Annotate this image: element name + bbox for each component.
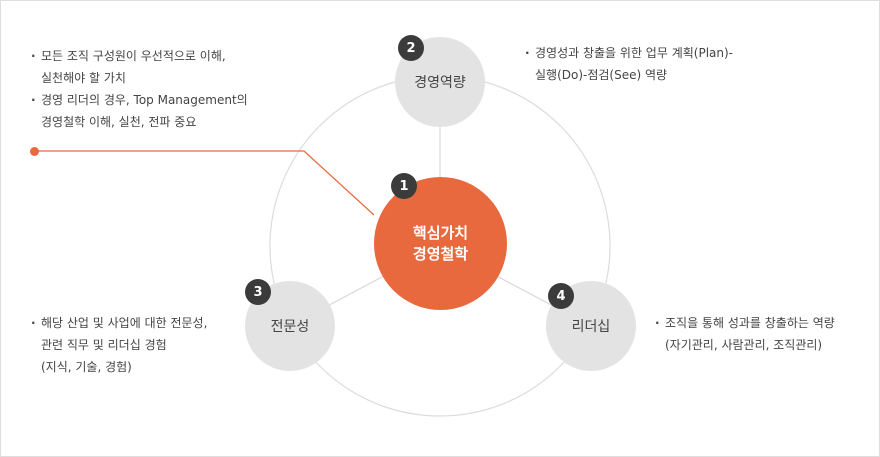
node-leadership: 리더십 (546, 281, 636, 371)
badge-leadership: 4 (548, 283, 574, 309)
desc-management-item: 경영성과 창출을 위한 업무 계획(Plan)- 실행(Do)-점검(See) … (525, 42, 825, 86)
badge-expertise: 3 (245, 279, 271, 305)
node-management-label: 경영역량 (414, 75, 466, 91)
node-core: 핵심가치 경영철학 (374, 177, 507, 310)
callout-dot (30, 147, 39, 156)
desc-core: 모든 조직 구성원이 우선적으로 이해, 실천해야 할 가치 경영 리더의 경우… (31, 45, 301, 133)
badge-management: 2 (398, 35, 424, 61)
desc-leadership-item: 조직을 통해 성과를 창출하는 역량 (자기관리, 사람관리, 조직관리) (655, 312, 875, 356)
desc-management: 경영성과 창출을 위한 업무 계획(Plan)- 실행(Do)-점검(See) … (525, 42, 825, 86)
desc-core-item: 경영 리더의 경우, Top Management의 경영철학 이해, 실천, … (31, 89, 301, 133)
desc-leadership: 조직을 통해 성과를 창출하는 역량 (자기관리, 사람관리, 조직관리) (655, 312, 875, 356)
node-leadership-label: 리더십 (571, 319, 611, 335)
desc-core-item: 모든 조직 구성원이 우선적으로 이해, 실천해야 할 가치 (31, 45, 301, 89)
desc-expertise: 해당 산업 및 사업에 대한 전문성, 관련 직무 및 리더십 경험 (지식, … (31, 312, 271, 378)
node-core-label: 핵심가치 경영철학 (412, 223, 469, 263)
desc-expertise-item: 해당 산업 및 사업에 대한 전문성, 관련 직무 및 리더십 경험 (지식, … (31, 312, 271, 378)
badge-core: 1 (391, 173, 417, 199)
node-expertise-label: 전문성 (270, 319, 310, 335)
core-callout-line (35, 150, 375, 216)
